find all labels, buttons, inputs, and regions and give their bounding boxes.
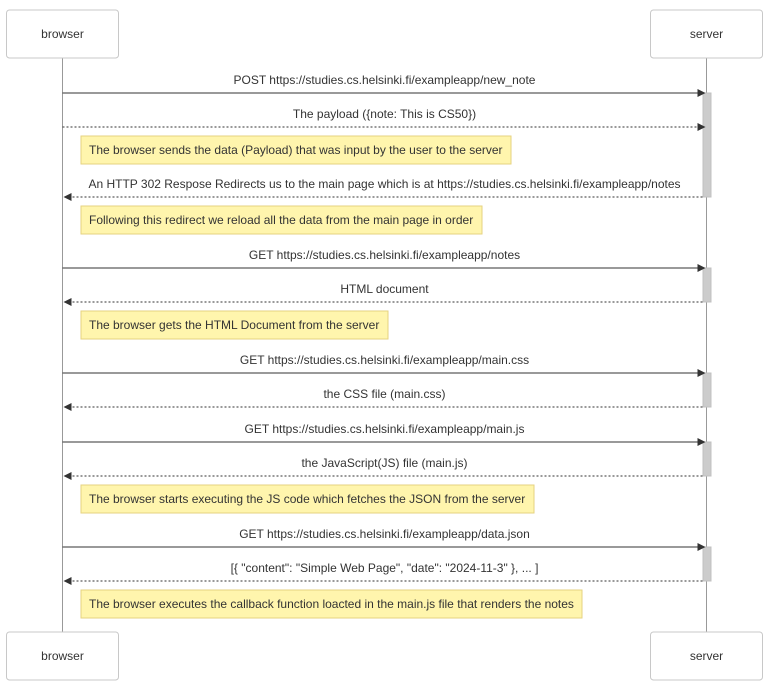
note-text: The browser executes the callback functi… <box>89 597 574 611</box>
actor-server-top: server <box>650 9 763 59</box>
activation-bar <box>702 441 712 477</box>
note-7: The browser gets the HTML Document from … <box>80 310 389 340</box>
arrowhead <box>697 543 706 551</box>
message-8: GET https://studies.cs.helsinki.fi/examp… <box>62 353 706 377</box>
activation-bar <box>702 372 712 408</box>
message-14: [{ "content": "Simple Web Page", "date":… <box>63 561 703 585</box>
message-1: The payload ({note: This is CS50}) <box>62 107 706 131</box>
actor-browser-bottom: browser <box>6 631 119 681</box>
message-0: POST https://studies.cs.helsinki.fi/exam… <box>62 73 706 97</box>
message-3: An HTTP 302 Respose Redirects us to the … <box>63 177 703 201</box>
arrowhead <box>697 369 706 377</box>
arrowhead <box>697 123 706 131</box>
actor-label: server <box>690 27 723 41</box>
actor-browser-top: browser <box>6 9 119 59</box>
note-text: The browser sends the data (Payload) tha… <box>89 143 503 157</box>
note-box <box>80 205 483 235</box>
note-box <box>80 135 512 165</box>
message-label: the JavaScript(JS) file (main.js) <box>301 456 467 470</box>
arrowhead <box>63 403 72 411</box>
arrowhead <box>697 89 706 97</box>
actor-box <box>650 9 763 59</box>
note-text: Following this redirect we reload all th… <box>89 213 473 227</box>
actor-box <box>650 631 763 681</box>
note-text: The browser gets the HTML Document from … <box>89 318 379 332</box>
activation-bar <box>702 267 712 303</box>
message-label: The payload ({note: This is CS50}) <box>293 107 476 121</box>
note-text: The browser starts executing the JS code… <box>89 492 525 506</box>
arrowhead <box>63 193 72 201</box>
activation-bar <box>702 92 712 198</box>
actor-box <box>6 631 119 681</box>
arrowhead <box>63 577 72 585</box>
note-4: Following this redirect we reload all th… <box>80 205 483 235</box>
message-10: GET https://studies.cs.helsinki.fi/examp… <box>62 422 706 446</box>
actor-box <box>6 9 119 59</box>
message-label: An HTTP 302 Respose Redirects us to the … <box>88 177 680 191</box>
arrowhead <box>697 438 706 446</box>
message-6: HTML document <box>63 282 703 306</box>
message-label: HTML document <box>340 282 429 296</box>
note-15: The browser executes the callback functi… <box>80 589 583 619</box>
activation-bar <box>702 546 712 582</box>
message-label: GET https://studies.cs.helsinki.fi/examp… <box>239 527 530 541</box>
arrowhead <box>63 472 72 480</box>
arrowhead <box>697 264 706 272</box>
note-12: The browser starts executing the JS code… <box>80 484 535 514</box>
message-label: GET https://studies.cs.helsinki.fi/examp… <box>245 422 525 436</box>
note-box <box>80 310 389 340</box>
actor-label: browser <box>41 27 84 41</box>
arrowhead <box>63 298 72 306</box>
actor-label: server <box>690 649 723 663</box>
message-label: POST https://studies.cs.helsinki.fi/exam… <box>234 73 536 87</box>
message-9: the CSS file (main.css) <box>63 387 703 411</box>
message-5: GET https://studies.cs.helsinki.fi/examp… <box>62 248 706 272</box>
message-13: GET https://studies.cs.helsinki.fi/examp… <box>62 527 706 551</box>
note-2: The browser sends the data (Payload) tha… <box>80 135 512 165</box>
message-11: the JavaScript(JS) file (main.js) <box>63 456 703 480</box>
message-label: [{ "content": "Simple Web Page", "date":… <box>231 561 539 575</box>
message-label: GET https://studies.cs.helsinki.fi/examp… <box>249 248 520 262</box>
message-label: the CSS file (main.css) <box>323 387 445 401</box>
actor-label: browser <box>41 649 84 663</box>
activations <box>702 92 712 582</box>
actor-server-bottom: server <box>650 631 763 681</box>
note-box <box>80 484 535 514</box>
message-label: GET https://studies.cs.helsinki.fi/examp… <box>240 353 529 367</box>
note-box <box>80 589 583 619</box>
